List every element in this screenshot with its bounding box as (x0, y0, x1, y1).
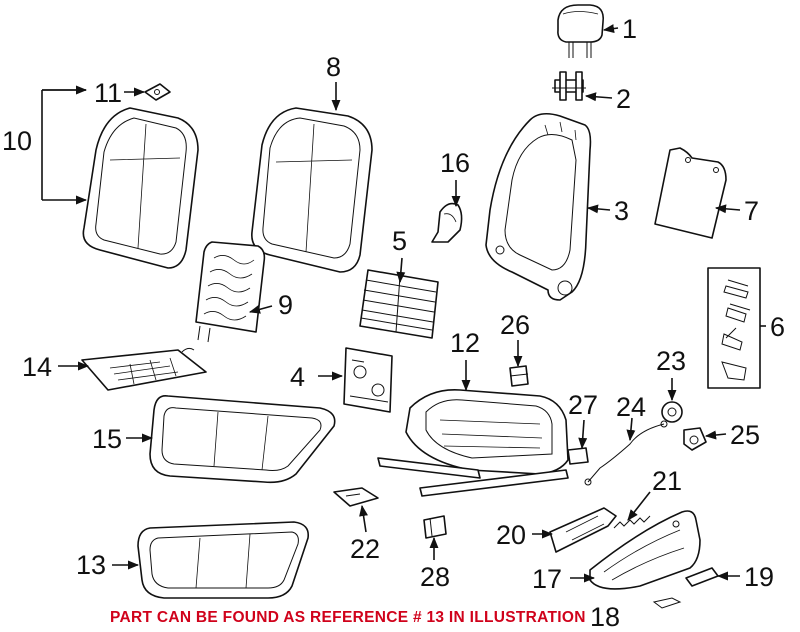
bracket-22 (333, 487, 379, 507)
callout-12: 12 (450, 328, 480, 358)
callout-17: 17 (532, 564, 562, 594)
callout-25: 25 (730, 420, 760, 450)
callout-20: 20 (496, 520, 526, 550)
leader-lines (41, 24, 766, 583)
illustration-note: PART CAN BE FOUND AS REFERENCE # 13 IN I… (110, 609, 586, 626)
seat-cushion-foam (137, 521, 310, 599)
heating-pad (81, 347, 207, 391)
callout-18: 18 (590, 602, 620, 632)
callout-9: 9 (278, 290, 293, 320)
callout-4: 4 (290, 362, 305, 392)
seatback-cover-10 (82, 107, 199, 269)
callout-6: 6 (770, 312, 785, 342)
callout-1: 1 (622, 14, 637, 44)
callout-16: 16 (440, 148, 470, 178)
trim-strip (685, 567, 719, 587)
callout-14: 14 (22, 352, 52, 382)
seat-cushion-cover (149, 394, 336, 484)
suspension-mat (359, 269, 439, 339)
screw-18 (652, 597, 682, 609)
mechanism-bracket (343, 347, 393, 413)
callout-15: 15 (92, 424, 122, 454)
callout-22: 22 (350, 534, 380, 564)
callout-28: 28 (420, 562, 450, 592)
side-shield (589, 510, 701, 590)
lumbar-pad (195, 241, 266, 343)
callout-labels: 1 2 3 4 5 6 7 8 9 10 11 12 13 14 15 16 1… (2, 14, 785, 632)
clip-27 (567, 447, 589, 465)
seatback-cover-8 (251, 107, 373, 273)
callout-5: 5 (392, 226, 407, 256)
callout-10: 10 (2, 126, 32, 156)
callout-2: 2 (616, 84, 631, 114)
headrest (557, 4, 605, 58)
back-panel (654, 147, 727, 239)
knob-23 (661, 401, 683, 423)
callout-11: 11 (94, 78, 122, 108)
callout-7: 7 (744, 196, 759, 226)
switch-20 (549, 507, 617, 553)
callout-21: 21 (652, 466, 682, 496)
callout-27: 27 (568, 390, 598, 420)
clip-28 (423, 515, 447, 539)
callout-19: 19 (744, 562, 774, 592)
callout-26: 26 (500, 310, 530, 340)
knob-25 (683, 427, 707, 451)
seat-frame (377, 389, 569, 497)
callout-24: 24 (616, 392, 646, 422)
headrest-guide (552, 71, 586, 101)
bracket-26 (509, 365, 529, 387)
clip-11 (144, 83, 171, 101)
seatback-frame (485, 112, 592, 301)
spring-21 (613, 515, 651, 529)
fastener-set (707, 267, 761, 389)
callout-8: 8 (326, 52, 341, 82)
callout-13: 13 (76, 550, 106, 580)
callout-23: 23 (656, 346, 686, 376)
callout-3: 3 (614, 196, 629, 226)
cover-trim (431, 202, 463, 243)
cable (584, 420, 668, 486)
